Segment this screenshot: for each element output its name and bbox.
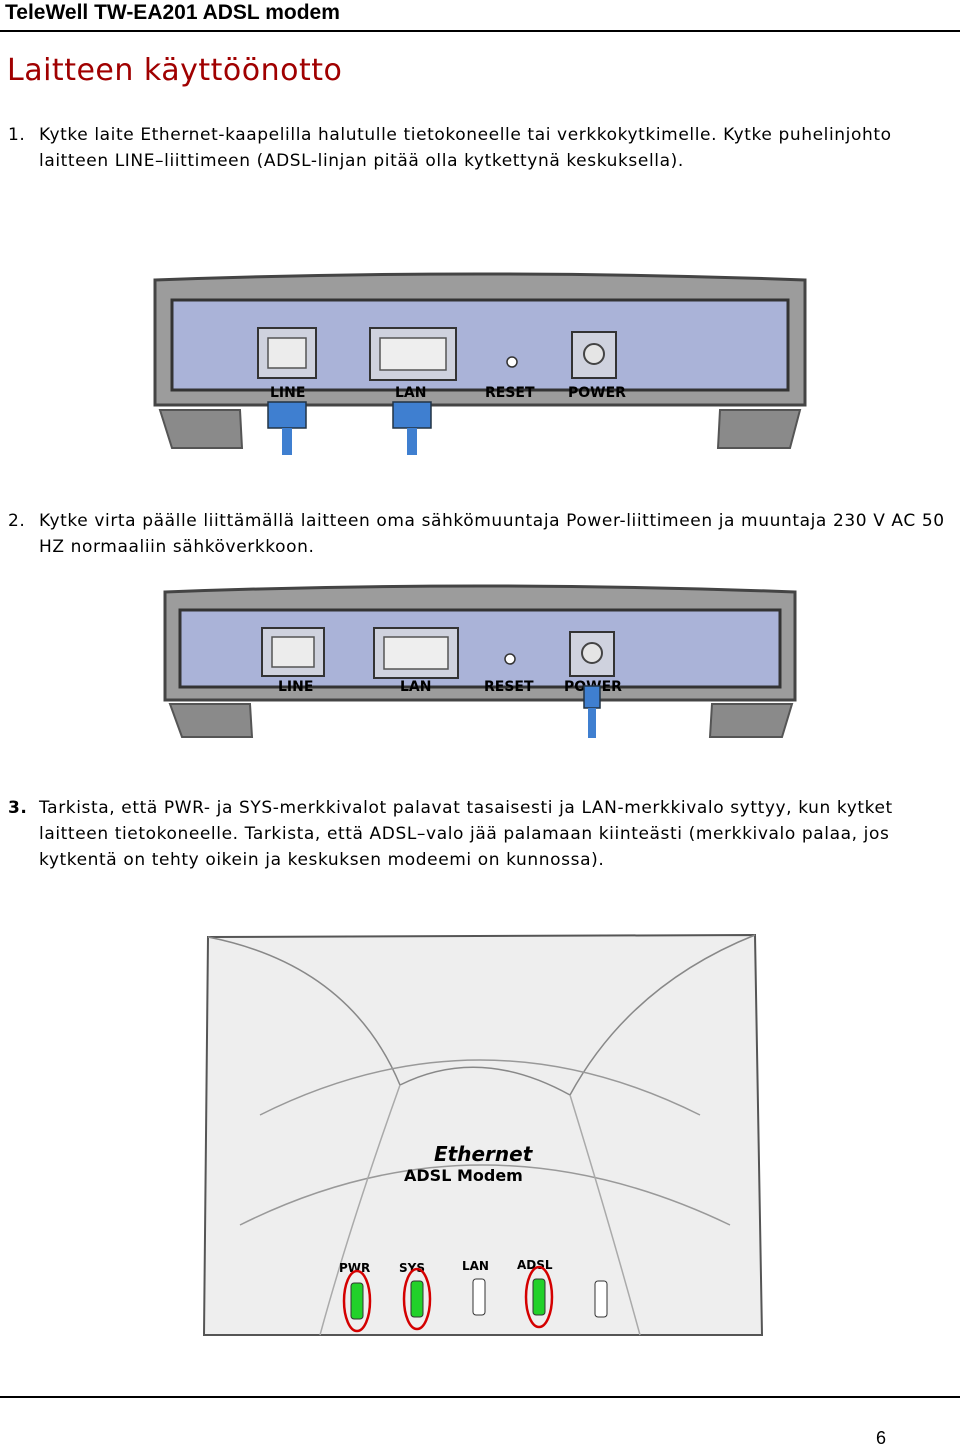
label-line: LINE xyxy=(278,679,313,695)
figure-front-leds: Ethernet ADSL Modem PWR SYS LAN ADSL xyxy=(200,925,770,1349)
step-2-number: 2. xyxy=(8,511,26,531)
footer-divider xyxy=(0,1396,960,1398)
step-2: 2. Kytke virta päälle liittämällä laitte… xyxy=(8,508,959,560)
label-reset: RESET xyxy=(484,679,534,695)
header-divider xyxy=(0,30,960,32)
led-label-lan: LAN xyxy=(462,1259,489,1273)
led-label-pwr: PWR xyxy=(339,1261,370,1275)
lan-cable-plug xyxy=(392,401,432,429)
power-cable-plug xyxy=(583,685,601,709)
page-number: 6 xyxy=(876,1428,887,1448)
extra-led xyxy=(594,1280,608,1318)
label-line: LINE xyxy=(270,385,305,401)
step-1-text: Kytke laite Ethernet-kaapelilla halutull… xyxy=(39,125,892,171)
pwr-led xyxy=(350,1282,364,1320)
lan-cable xyxy=(407,428,417,455)
step-3: 3. Tarkista, että PWR- ja SYS-merkkivalo… xyxy=(8,795,959,873)
rear-panel-image: LINE LAN RESET POWER xyxy=(153,272,807,455)
label-power: POWER xyxy=(568,385,626,401)
adsl-led xyxy=(532,1278,546,1316)
label-reset: RESET xyxy=(485,385,535,401)
lan-led xyxy=(472,1278,486,1316)
step-1: 1. Kytke laite Ethernet-kaapelilla halut… xyxy=(8,122,959,174)
label-lan: LAN xyxy=(395,385,426,401)
figure-rear-panel-cables: LINE LAN RESET POWER xyxy=(150,270,810,459)
brand-label: Ethernet xyxy=(434,1142,534,1166)
pwr-highlight-circle xyxy=(342,1269,372,1333)
power-cable xyxy=(588,708,596,738)
sys-highlight-circle xyxy=(402,1267,432,1331)
figure-rear-panel-power: LINE LAN RESET POWER xyxy=(160,582,800,746)
line-cable-plug xyxy=(267,401,307,429)
sys-led xyxy=(410,1280,424,1318)
front-panel-image: Ethernet ADSL Modem PWR SYS LAN ADSL xyxy=(202,933,764,1336)
step-3-text: Tarkista, että PWR- ja SYS-merkkivalot p… xyxy=(39,798,893,870)
adsl-highlight-circle xyxy=(524,1265,554,1329)
step-1-number: 1. xyxy=(8,125,26,145)
model-label: ADSL Modem xyxy=(404,1166,523,1185)
led-label-sys: SYS xyxy=(399,1261,425,1275)
section-title: Laitteen käyttöönotto xyxy=(7,53,343,88)
document-header-title: TeleWell TW-EA201 ADSL modem xyxy=(5,1,340,24)
line-cable xyxy=(282,428,292,455)
step-2-text: Kytke virta päälle liittämällä laitteen … xyxy=(39,511,945,557)
label-lan: LAN xyxy=(400,679,431,695)
rear-panel-power-image: LINE LAN RESET POWER xyxy=(163,584,797,738)
step-3-number: 3. xyxy=(8,798,28,818)
